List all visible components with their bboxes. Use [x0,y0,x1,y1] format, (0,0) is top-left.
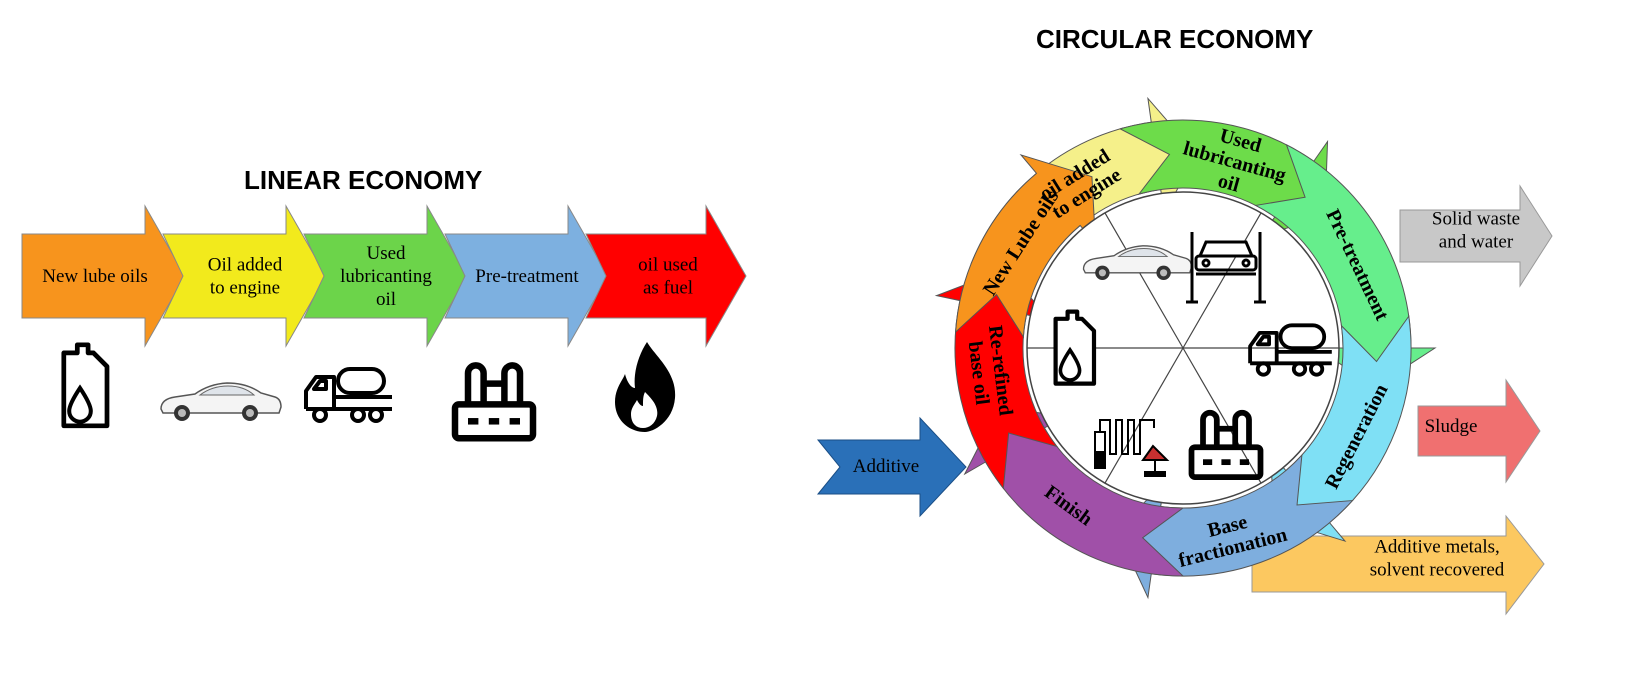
output-label: Additive metals,solvent recovered [1370,537,1505,581]
pie-divider [1104,212,1184,349]
oil-bottle-icon [1056,312,1094,384]
car-icon [160,382,282,422]
output-arrow [1251,514,1545,616]
ring-step-arrow [954,153,1097,339]
linear-step-arrow [585,204,747,348]
linear-step-label-line: lubricanting [340,266,432,287]
linear-step-label-line: to engine [210,278,280,299]
linear-step-label-line: New lube oils [42,266,148,287]
output-label-line: Additive metals, [1374,537,1500,558]
linear-step-label: New lube oils [42,266,148,287]
linear-step-arrow [444,204,609,348]
pie-divider [1104,347,1184,484]
linear-step-label: Pre-treatment [475,266,579,287]
circular-economy-title: CIRCULAR ECONOMY [1036,24,1314,54]
output-label-line: Sludge [1425,416,1478,437]
linear-step-label-line: oil used [638,255,698,276]
linear-economy-title: LINEAR ECONOMY [244,165,483,195]
fire-icon [615,342,676,432]
linear-step-label-line: Pre-treatment [475,266,579,287]
ring-step-label: Re-refinedbase oil [962,324,1017,419]
output-label-line: and water [1439,232,1514,253]
additive-label: Additive [853,456,920,477]
linear-step-arrow [162,204,327,348]
circular-ring: oil addedto engineUsedlubricantingoilPre… [934,96,1437,600]
linear-icons [64,342,676,438]
refinery-icon [455,365,533,438]
output-label-line: solvent recovered [1370,560,1505,581]
output-arrow [1417,378,1541,484]
output-label: Sludge [1425,416,1478,437]
linear-step-arrow [21,204,186,348]
output-arrow [1399,184,1553,288]
linear-step-arrow [303,204,468,348]
oil-bottle-icon [64,345,107,426]
linear-step-label-line: Oil added [208,255,283,276]
linear-step-label-line: as fuel [643,278,693,299]
circular-center [1026,191,1340,505]
linear-step-label-line: oil [376,289,396,310]
tanker-truck-icon [304,367,394,423]
pie-divider [1182,212,1262,349]
output-label-line: Solid waste [1432,209,1520,230]
linear-step-label-line: Used [366,243,406,264]
additive-label-line: Additive [853,456,920,477]
additive-input-arrow [816,416,967,518]
